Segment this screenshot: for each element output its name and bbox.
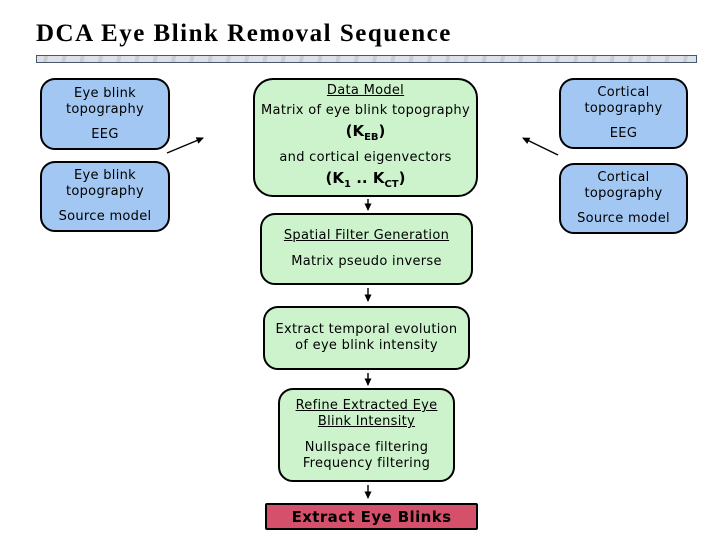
kct-subscript: CT	[384, 178, 399, 190]
dots: ..	[350, 168, 373, 187]
node-title: Cortical topography	[584, 85, 663, 116]
data-model-heading: Data Model	[326, 82, 405, 98]
node-eye-blink-topography-eeg: Eye blink topography EEG	[40, 78, 170, 150]
node-title: Cortical topography	[584, 170, 663, 201]
paren-close: )	[398, 168, 406, 187]
paren-open: (	[345, 121, 353, 140]
extract-label: Extract Eye Blinks	[291, 507, 452, 526]
spatial-filter-line: Matrix pseudo inverse	[291, 254, 442, 269]
title-divider-bar	[36, 55, 697, 63]
page-title: DCA Eye Blink Removal Sequence	[36, 20, 452, 47]
node-subtitle: EEG	[91, 126, 119, 142]
arrow-eyeblink-to-datamodel	[166, 137, 204, 154]
node-cortical-topography-source-model: Cortical topography Source model	[559, 163, 688, 234]
node-title: Eye blink topography	[65, 168, 144, 199]
spatial-filter-heading: Spatial Filter Generation	[283, 228, 450, 243]
kct-base: K	[372, 168, 385, 187]
data-model-line1: Matrix of eye blink topography	[261, 102, 470, 118]
node-subtitle: Source model	[58, 209, 152, 224]
node-data-model: Data Model Matrix of eye blink topograph…	[253, 78, 478, 197]
k1-subscript: 1	[344, 178, 351, 190]
node-spatial-filter-generation: Spatial Filter Generation Matrix pseudo …	[260, 213, 473, 285]
formula-k1-kct: (K1 .. KCT)	[326, 170, 406, 193]
node-subtitle: Source model	[577, 211, 670, 226]
node-title: Eye blink topography	[65, 85, 144, 117]
k-base: K	[352, 121, 365, 140]
formula-keb: (KEB)	[346, 123, 386, 146]
refine-lines: Nullspace filtering Frequency filtering	[302, 440, 431, 471]
paren-open: (	[325, 168, 333, 187]
node-refine-extracted-eye-blink-intensity: Refine Extracted Eye Blink Intensity Nul…	[278, 388, 455, 482]
data-model-line2: and cortical eigenvectors	[279, 149, 452, 165]
k-subscript: EB	[364, 131, 379, 143]
arrow-cortical-to-datamodel	[522, 137, 559, 156]
node-subtitle: EEG	[609, 126, 638, 141]
k1-base: K	[332, 168, 344, 187]
paren-close: )	[378, 121, 386, 140]
refine-heading: Refine Extracted Eye Blink Intensity	[295, 398, 438, 429]
node-eye-blink-topography-source-model: Eye blink topography Source model	[40, 161, 170, 232]
node-cortical-topography-eeg: Cortical topography EEG	[559, 78, 688, 149]
temporal-line: Extract temporal evolution of eye blink …	[275, 322, 458, 353]
node-extract-temporal-evolution: Extract temporal evolution of eye blink …	[263, 306, 470, 370]
node-extract-eye-blinks: Extract Eye Blinks	[265, 503, 478, 530]
